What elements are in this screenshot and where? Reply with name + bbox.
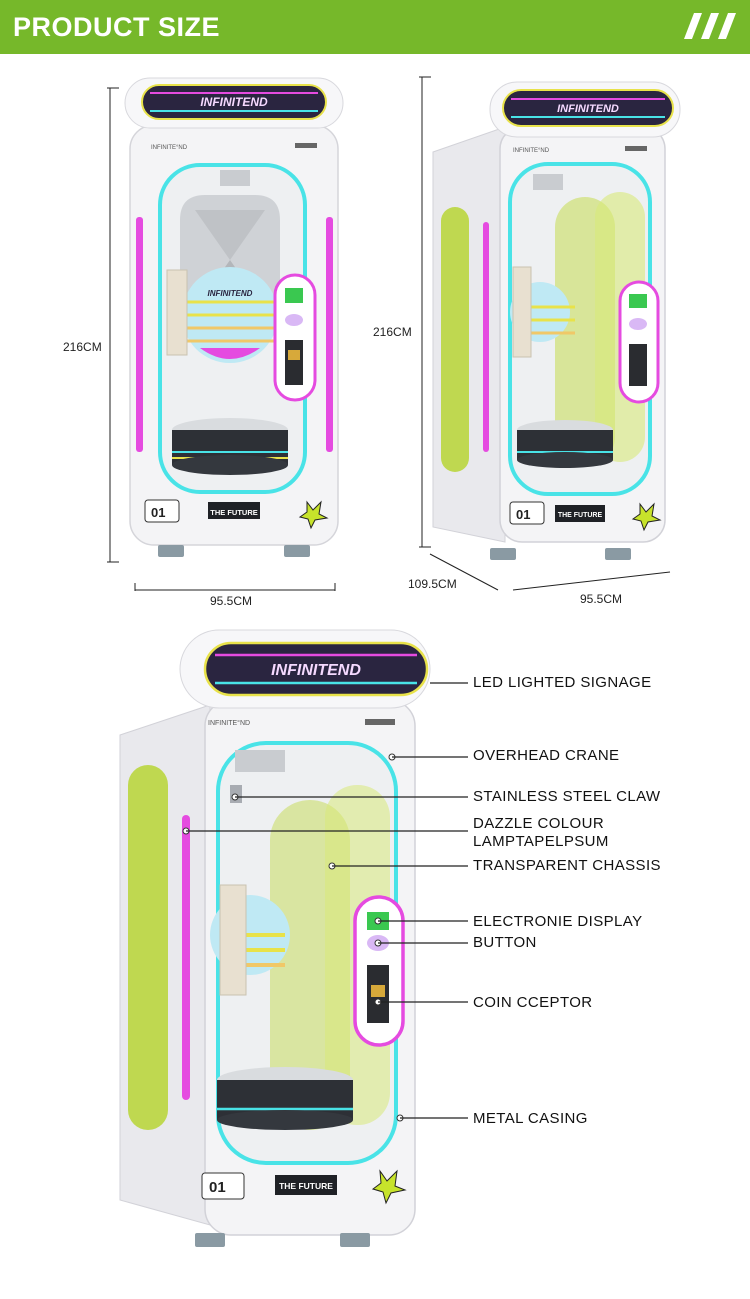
width-dimension-side: 95.5CM [580,592,623,606]
labeled-brand-small-text: INFINITE°ND [208,719,250,727]
callout-transparent-chassis: TRANSPARENT CHASSIS [473,857,661,874]
badge-01: 01 [151,505,165,520]
inner-sign-text: INFINITEND [208,289,253,298]
callout-metal-casing: METAL CASING [473,1110,588,1127]
side-badge-01: 01 [516,507,530,522]
callout-overhead-crane: OVERHEAD CRANE [473,747,620,764]
front-view-machine: INFINITEND INFINITE°ND INFINITEND 01 THE… [107,77,344,591]
callout-electronic-display: ELECTRONIE DISPLAY [473,913,643,930]
callout-coin-acceptor: COIN CCEPTOR [473,994,593,1011]
labeled-badge-01: 01 [209,1179,226,1196]
side-sign-text: INFINITEND [557,103,619,115]
labeled-sign-text: INFINITEND [271,662,361,679]
depth-dimension-side: 109.5CM [408,577,457,591]
side-panel-text: THE FUTURE [558,512,603,519]
callout-stainless-steel-claw: STAINLESS STEEL CLAW [473,788,661,805]
sign-text: INFINITEND [200,95,268,109]
side-view-machine: INFINITEND INFINITE°ND 01 THE FUTURE [419,76,681,591]
labeled-panel-text: THE FUTURE [279,1181,333,1191]
brand-slashes-icon [684,13,736,39]
callout-button: BUTTON [473,934,537,951]
height-dimension-front: 216CM [63,340,102,354]
callout-dazzle-colour-lamptape: DAZZLE COLOUR LAMPTAPELPSUM [473,815,609,850]
side-brand-small-text: INFINITE°ND [513,148,550,154]
height-dimension-side: 216CM [373,325,412,339]
callout-led-lighted-signage: LED LIGHTED SIGNAGE [473,674,652,691]
labeled-view-machine: INFINITEND INFINITE°ND 01 THE FUTURE [119,629,468,1247]
brand-small-text: INFINITE°ND [151,145,188,151]
panel-text: THE FUTURE [210,508,258,517]
page-title: PRODUCT SIZE [13,12,221,42]
width-dimension-front: 95.5CM [210,594,253,608]
header-bar: PRODUCT SIZE [0,0,750,54]
